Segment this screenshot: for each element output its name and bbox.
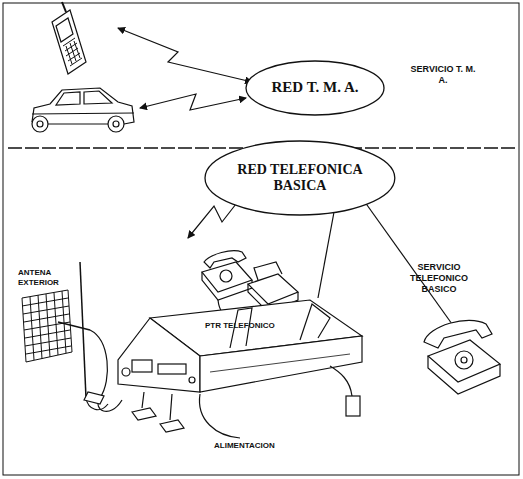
outdoor-antenna (22, 290, 90, 362)
caption-label: ANTENA EXTERIOR (18, 268, 74, 287)
basic-telephone (424, 320, 500, 394)
mobile-phone (52, 2, 86, 74)
network-ellipse: RED T. M. A. (245, 60, 385, 116)
car (32, 88, 134, 132)
caption-label: SERVICIO TELEFONICO BASICO (404, 262, 474, 294)
network-name: RED TELEFONICA BASICA (235, 162, 365, 194)
caption-label: ALIMENTACION (214, 441, 275, 451)
terminal-unit (118, 300, 362, 392)
network-ellipse: RED TELEFONICA BASICA (204, 140, 396, 216)
caption-label: SERVICIO T. M. A. (408, 64, 478, 86)
caption-label: PTR TELEFONICO (205, 321, 275, 331)
network-name: RED T. M. A. (272, 79, 359, 96)
